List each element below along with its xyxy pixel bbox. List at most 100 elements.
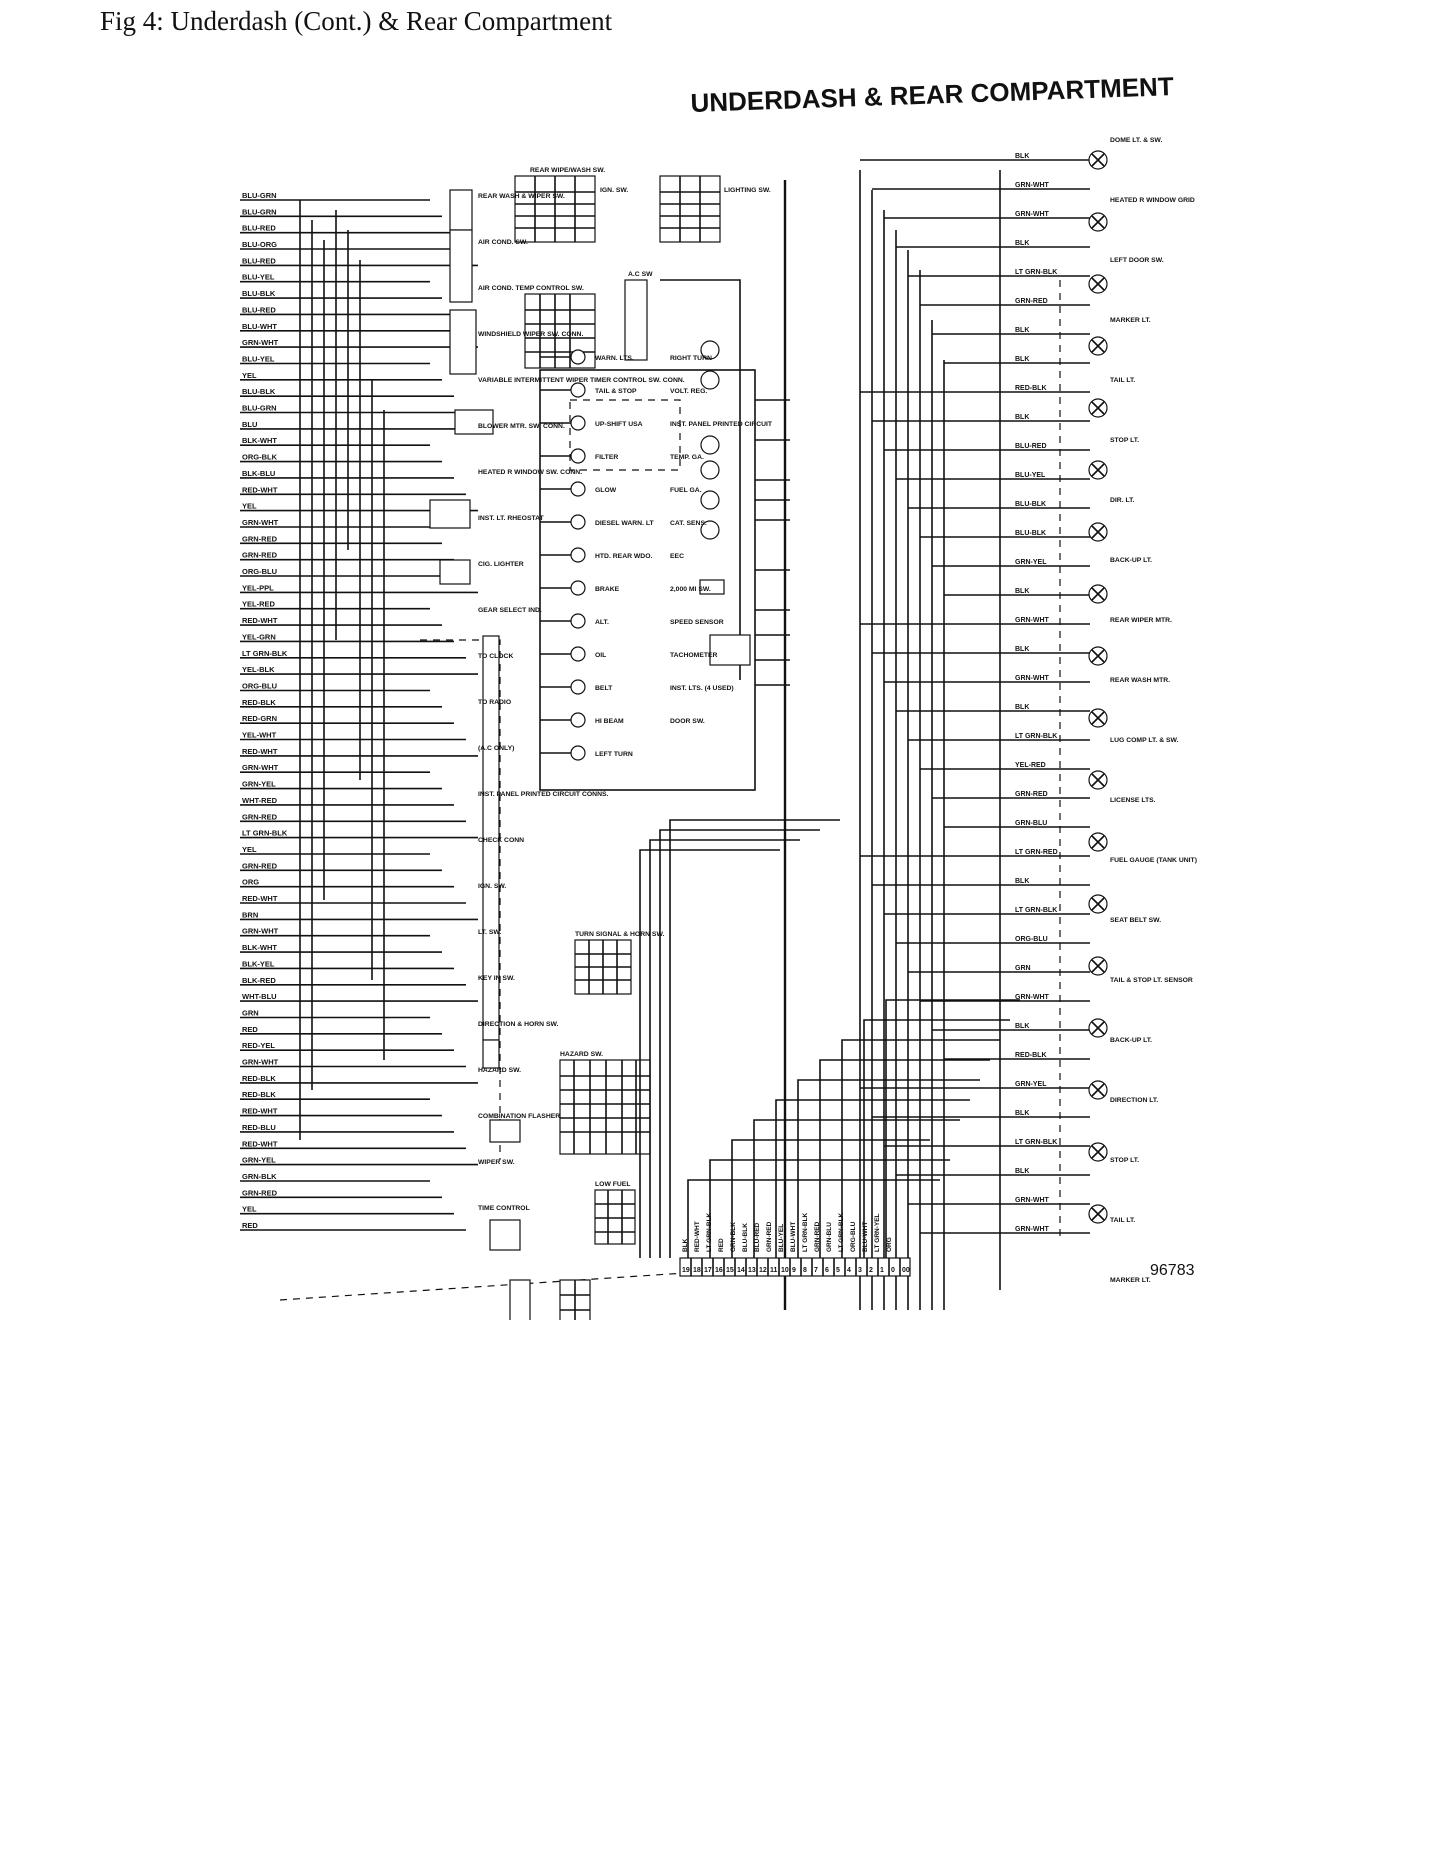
right-wire-label: RED-BLK xyxy=(1015,1052,1047,1059)
right-wire-label: GRN-WHT xyxy=(1015,675,1050,682)
component-label: COMBINATION FLASHER xyxy=(478,1113,560,1120)
right-lamp-symbols xyxy=(1088,150,1108,1224)
connector-pin-number: 5 xyxy=(836,1267,840,1274)
component-label: TO CLOCK xyxy=(478,653,513,660)
component-label: LEFT TURN xyxy=(595,751,633,758)
connector-pin-number: 19 xyxy=(682,1267,690,1274)
left-wire-label: BLU-BLK xyxy=(242,387,276,396)
component-label: INST. LTS. (4 USED) xyxy=(670,685,734,692)
top-switch-grids xyxy=(514,175,721,243)
component-label: BACK-UP LT. xyxy=(1110,557,1152,564)
left-wire-label: BLU-GRN xyxy=(242,191,277,200)
right-wire-label: GRN-BLU xyxy=(1015,820,1047,827)
left-wire-label: BLU-YEL xyxy=(242,273,275,282)
bottom-wire-label: GRN-BLK xyxy=(730,1222,737,1252)
component-label: UP-SHIFT USA xyxy=(595,421,643,428)
lamp-filament xyxy=(1091,959,1105,973)
left-wire-label: YEL-PPL xyxy=(242,583,274,592)
indicator-lamp xyxy=(570,349,586,365)
component-label: LIGHTING SW. xyxy=(724,187,771,194)
right-wire-label: BLU-RED xyxy=(1015,443,1047,450)
left-wire-label: BLK-WHT xyxy=(242,436,277,445)
indicator-lamp xyxy=(570,382,586,398)
left-wire-label: BLU-RED xyxy=(242,305,276,314)
bottom-wire-label: ORG-BLU xyxy=(850,1221,857,1252)
right-wire-label: LT GRN-RED xyxy=(1015,849,1058,856)
component-label: TACHOMETER xyxy=(670,652,718,659)
bottom-wire-label: RED xyxy=(718,1238,725,1252)
left-wire-label: GRN-WHT xyxy=(242,763,279,772)
component-label: TAIL & STOP xyxy=(595,388,637,395)
lamp-filament xyxy=(1091,153,1105,167)
right-wire-label: BLU-YEL xyxy=(1015,472,1046,479)
component-label: SEAT BELT SW. xyxy=(1110,917,1161,924)
component-label: WIPER SW. xyxy=(478,1159,515,1166)
component-label: AIR COND. TEMP CONTROL SW. xyxy=(478,285,584,292)
connector-pin-number: 00 xyxy=(902,1267,910,1274)
left-wire-label: RED-YEL xyxy=(242,1041,275,1050)
left-wire-label: RED xyxy=(242,1221,258,1230)
component-label: HEATED R WINDOW GRID xyxy=(1110,197,1195,204)
right-wire-label: BLK xyxy=(1015,153,1029,160)
lamp-filament xyxy=(1091,1021,1105,1035)
component-label: OIL xyxy=(595,652,606,659)
component-label: LEFT DOOR SW. xyxy=(1110,257,1164,264)
connector-pin-number: 12 xyxy=(759,1267,767,1274)
right-wire-label: BLK xyxy=(1015,1023,1029,1030)
indicator-lamp xyxy=(570,745,586,761)
component-label: ALT. xyxy=(595,619,609,626)
connector-pin-number: 14 xyxy=(737,1267,745,1274)
indicator-lamp xyxy=(570,646,586,662)
lamp-filament xyxy=(1091,587,1105,601)
right-harness-trunks xyxy=(783,170,1061,1310)
connector-pin-number: 11 xyxy=(770,1267,778,1274)
lamp-filament xyxy=(1091,525,1105,539)
connector-pin-number: 4 xyxy=(847,1267,851,1274)
right-wire-label: YEL-RED xyxy=(1015,762,1046,769)
inst-panel-bus xyxy=(420,639,501,1160)
connector-pin-number: 13 xyxy=(748,1267,756,1274)
connector-pin-number: 17 xyxy=(704,1267,712,1274)
right-wire-label: BLK xyxy=(1015,878,1029,885)
left-wire-label: BLK-WHT xyxy=(242,943,277,952)
wiring-diagram: BLU-GRNBLU-GRNBLU-REDBLU-ORGBLU-REDBLU-Y… xyxy=(240,137,1197,1320)
component-label: CHECK CONN xyxy=(478,837,524,844)
lamp-filament xyxy=(1091,277,1105,291)
right-wire-label: GRN-WHT xyxy=(1015,211,1050,218)
component-label: IGN. SW. xyxy=(478,883,506,890)
indicator-lamp xyxy=(570,448,586,464)
component-label: DIR. LT. xyxy=(1110,497,1135,504)
right-wire-label: LT GRN-BLK xyxy=(1015,1139,1057,1146)
left-wire-label: BLU-GRN xyxy=(242,207,277,216)
right-wire-label: GRN-WHT xyxy=(1015,182,1050,189)
left-wire-label: GRN-RED xyxy=(242,1188,278,1197)
left-wire-label: RED-WHT xyxy=(242,894,278,903)
right-wire-label: BLK xyxy=(1015,646,1029,653)
connector-pin-number: 0 xyxy=(891,1267,895,1274)
component-label: VARIABLE INTERMITTENT WIPER TIMER CONTRO… xyxy=(478,377,685,384)
right-wire-label: LT GRN-BLK xyxy=(1015,733,1057,740)
component-label: REAR WASH & WIPER SW. xyxy=(478,193,565,200)
component-label: GEAR SELECT IND. xyxy=(478,607,542,614)
left-wire-label: RED-WHT xyxy=(242,1139,278,1148)
connector-pin-number: 15 xyxy=(726,1267,734,1274)
component-label: 2,000 MI SW. xyxy=(670,586,711,593)
left-wire-label: RED-BLU xyxy=(242,1123,276,1132)
left-wire-label: LT GRN-BLK xyxy=(242,649,288,658)
left-wire-label: ORG-BLK xyxy=(242,453,278,462)
lamp-filament xyxy=(1091,463,1105,477)
left-wire-label: GRN-RED xyxy=(242,534,278,543)
right-wire-label: ORG-BLU xyxy=(1015,936,1048,943)
bottom-wire-label: LT GRN-BLK xyxy=(802,1212,809,1252)
page-caption: Fig 4: Underdash (Cont.) & Rear Compartm… xyxy=(100,6,613,36)
component-label: REAR WASH MTR. xyxy=(1110,677,1170,684)
right-wire-label: GRN-YEL xyxy=(1015,559,1047,566)
left-wire-label: YEL-WHT xyxy=(242,731,277,740)
inst-panel-circuit xyxy=(539,279,790,791)
left-wire-label: BLU-WHT xyxy=(242,322,277,331)
right-wire-label: BLK xyxy=(1015,356,1029,363)
right-wire-runs xyxy=(860,159,1090,1234)
left-wire-label: YEL xyxy=(242,371,257,380)
indicator-lamp xyxy=(570,481,586,497)
left-wire-label: BLU xyxy=(242,420,257,429)
